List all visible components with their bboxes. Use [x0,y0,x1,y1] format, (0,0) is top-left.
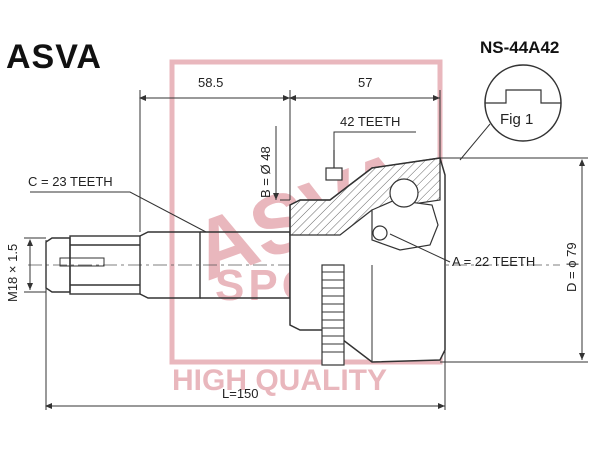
ball [389,178,419,208]
fig1-label: Fig 1 [500,111,533,128]
dim-bore-diameter: B = Ø 48 [258,146,273,198]
housing [289,150,446,366]
part-number: NS-44A42 [480,38,560,57]
dim-length-right: 57 [358,75,372,90]
fig1-profile [485,89,561,104]
dimension-lines [24,90,588,410]
dim-length-left: 58.5 [198,75,223,90]
brand-logo: ASVA [6,38,102,76]
shaft-neck [139,231,201,299]
abs-ring [321,264,345,366]
ball-small [372,225,388,241]
dim-total-length: L=150 [222,386,259,401]
dim-outer-teeth: 42 TEETH [340,114,400,129]
housing-section-upper [289,157,441,236]
dim-spline-teeth: C = 23 TEETH [28,174,113,189]
fig1-detail: Fig 1 [459,64,562,161]
watermark-text: HIGH QUALITY [172,364,387,397]
dim-thread: M18 × 1.5 [5,244,20,302]
spline-section [69,235,141,295]
dim-inner-teeth: A = 22 TEETH [452,254,535,269]
dim-outer-diameter: D = ϕ 79 [564,242,579,292]
boot-clip [325,167,343,181]
fig1-leader [459,123,491,161]
